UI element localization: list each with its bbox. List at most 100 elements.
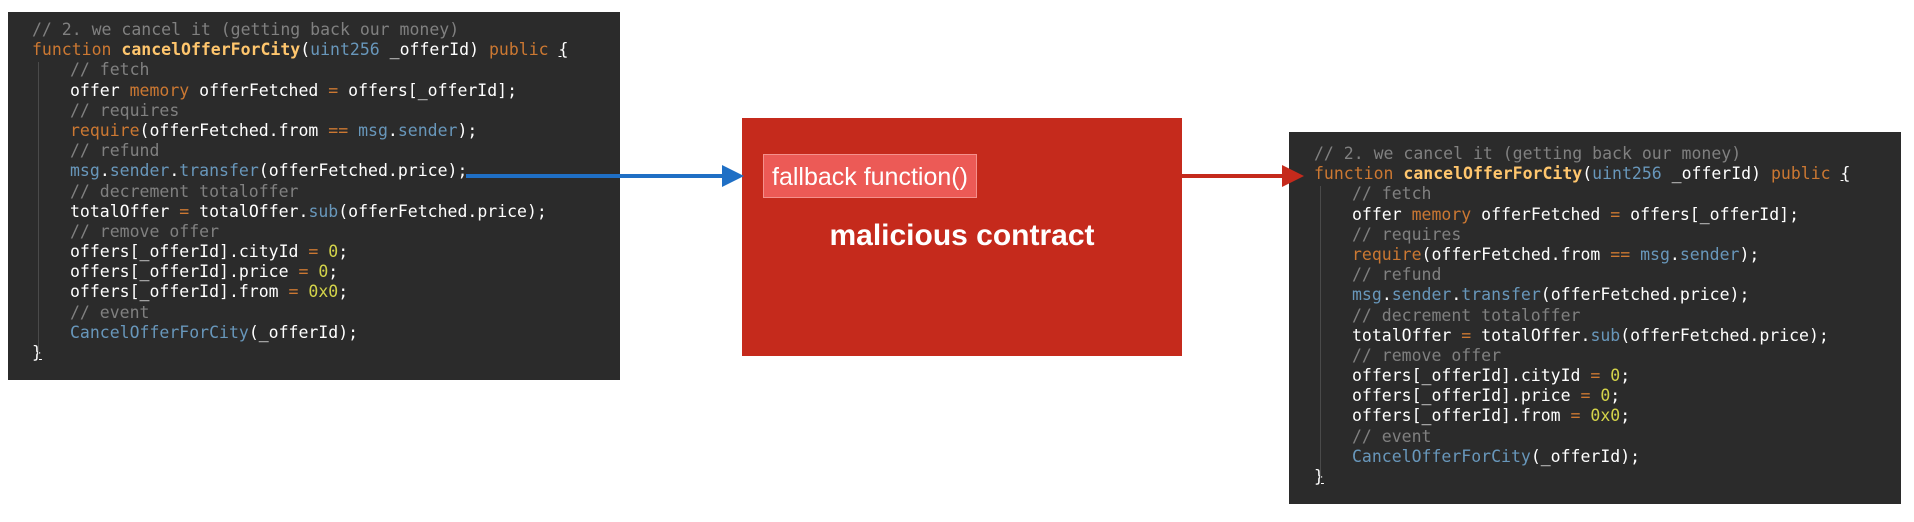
left-code-panel: // 2. we cancel it (getting back our mon… [8, 12, 620, 380]
code-token: ); [457, 120, 478, 140]
code-token: memory [129, 80, 190, 100]
code-token: = [1610, 204, 1621, 224]
code-token: (offerFetched.price); [258, 161, 468, 181]
code-token: ; [1620, 406, 1631, 426]
code-token: sender [1391, 285, 1452, 305]
code-line: totalOffer = totalOffer.sub(offerFetched… [32, 202, 620, 222]
code-line: // refund [32, 141, 620, 161]
code-line: // refund [1314, 265, 1901, 285]
code-token: 0x0 [1590, 406, 1621, 426]
code-line: // fetch [32, 60, 620, 80]
code-line: // decrement totaloffer [32, 182, 620, 202]
code-token: = [1590, 366, 1601, 386]
code-token: (_offerId); [1530, 446, 1641, 466]
blue-arrow [466, 165, 744, 187]
code-token: offers[_offerId].price [1352, 386, 1581, 406]
code-token: (_offerId); [248, 322, 359, 342]
code-token: == [328, 120, 349, 140]
code-token: sender [109, 161, 170, 181]
code-token: _offerId) [379, 40, 489, 60]
code-token: 0x0 [308, 282, 339, 302]
code-token: transfer [179, 161, 259, 181]
code-token: = [328, 80, 339, 100]
code-line: offers[_offerId].from = 0x0; [32, 282, 620, 302]
code-token: CancelOfferForCity [70, 322, 249, 342]
code-token: 0 [1610, 366, 1621, 386]
code-token: == [1610, 244, 1631, 264]
code-token: ; [338, 282, 349, 302]
code-token: = [179, 201, 190, 221]
code-token: offers[_offerId].cityId [1352, 366, 1591, 386]
code-token: // 2. we cancel it (getting back our mon… [32, 20, 460, 39]
code-line: offers[_offerId].cityId = 0; [32, 242, 620, 262]
code-line: // event [32, 303, 620, 323]
code-line: offer memory offerFetched = offers[_offe… [1314, 205, 1901, 225]
red-arrow [1182, 165, 1304, 187]
code-token: // requires [70, 100, 180, 120]
code-line: // 2. we cancel it (getting back our mon… [32, 20, 620, 40]
code-line: // event [1314, 427, 1901, 447]
code-token: msg [1352, 285, 1382, 305]
code-token: offer [70, 80, 130, 100]
code-token: sender [1679, 244, 1740, 264]
code-token: uint256 [1592, 164, 1662, 184]
code-line: totalOffer = totalOffer.sub(offerFetched… [1314, 326, 1901, 346]
code-line: // remove offer [1314, 346, 1901, 366]
code-token: memory [1411, 204, 1472, 224]
code-token: . [387, 120, 398, 140]
code-token: offerFetched [189, 80, 329, 100]
code-token: offers[_offerId].from [1352, 406, 1571, 426]
code-token: public [1770, 164, 1831, 184]
code-token: 0 [328, 242, 339, 262]
code-token: // refund [1352, 265, 1442, 285]
code-line: } [1314, 467, 1901, 487]
code-line: // requires [1314, 225, 1901, 245]
code-token: 0 [318, 262, 329, 282]
code-token: = [298, 262, 309, 282]
code-token: . [169, 161, 180, 181]
code-token: require [70, 120, 140, 140]
code-token: = [308, 242, 319, 262]
code-token: offers[_offerId].cityId [70, 242, 309, 262]
code-token: . [99, 161, 110, 181]
code-token: sender [397, 120, 458, 140]
code-line: offers[_offerId].price = 0; [1314, 386, 1901, 406]
code-token: ( [1582, 164, 1593, 184]
code-token: = [1461, 325, 1472, 345]
code-line: require(offerFetched.from == msg.sender)… [1314, 245, 1901, 265]
code-token: ( [300, 40, 311, 60]
code-line: offers[_offerId].from = 0x0; [1314, 406, 1901, 426]
code-token: CancelOfferForCity [1352, 446, 1531, 466]
code-token: (offerFetched.price); [338, 201, 547, 221]
code-line: // requires [32, 101, 620, 121]
code-token: public [488, 40, 549, 60]
code-token: = [288, 282, 299, 302]
code-token: msg [70, 161, 100, 181]
fallback-function-label: fallback function() [763, 154, 977, 198]
code-token: = [1580, 386, 1591, 406]
code-line: require(offerFetched.from == msg.sender)… [32, 121, 620, 141]
code-token: { [558, 40, 569, 60]
code-token: transfer [1461, 285, 1541, 305]
code-token: sub [1590, 325, 1621, 345]
code-token: cancelOfferForCity [1403, 164, 1583, 184]
code-token: (offerFetched.from [1421, 244, 1611, 264]
code-token: totalOffer. [189, 201, 309, 221]
code-token: totalOffer. [1471, 325, 1591, 345]
code-token: (offerFetched.price); [1540, 285, 1750, 305]
code-token: . [1451, 285, 1462, 305]
code-token: ; [338, 242, 349, 262]
code-line: function cancelOfferForCity(uint256 _off… [1314, 164, 1901, 184]
code-token: = [1570, 406, 1581, 426]
indent-guide [38, 62, 39, 354]
code-token: msg [1640, 244, 1670, 264]
code-token: require [1352, 244, 1422, 264]
code-token: uint256 [310, 40, 380, 60]
code-token: // decrement totaloffer [70, 181, 299, 201]
code-line: // fetch [1314, 184, 1901, 204]
code-token: (offerFetched.price); [1620, 325, 1829, 345]
code-token: ); [1739, 244, 1760, 264]
code-token: (offerFetched.from [139, 120, 329, 140]
code-token: msg [358, 120, 388, 140]
